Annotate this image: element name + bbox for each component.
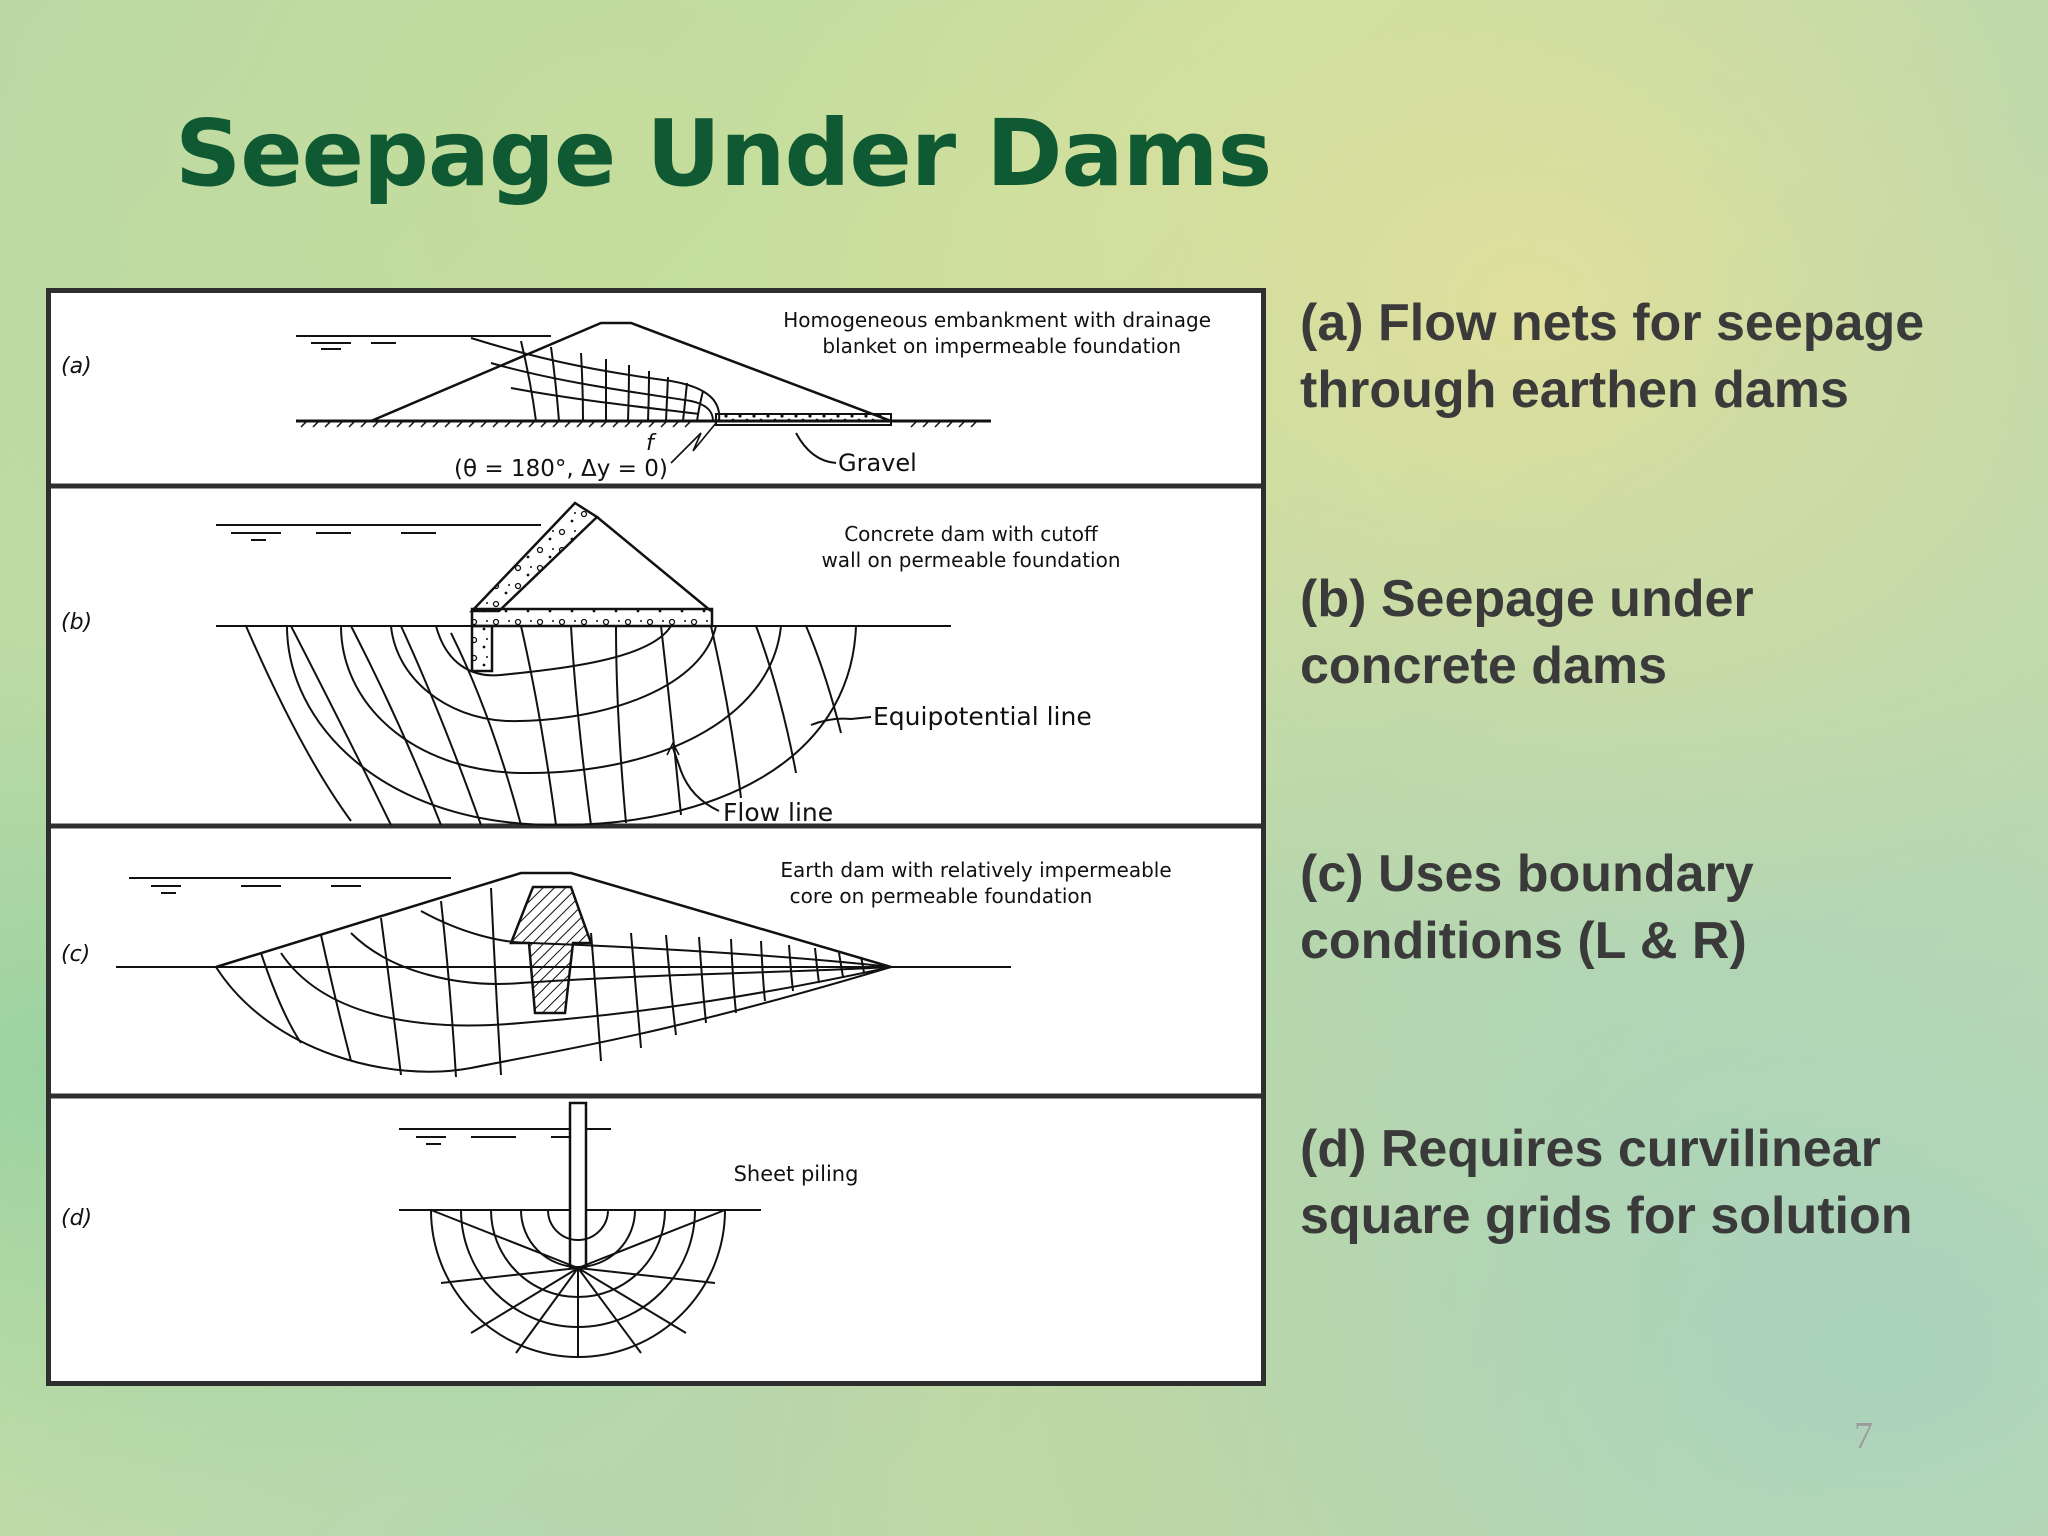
bullet-a-line-1: (a) Flow nets for seepage [1300, 294, 1925, 352]
bullet-a-line-2: through earthen dams [1300, 361, 1849, 419]
panel-a-letter: (a) [61, 354, 92, 379]
panel-b-letter: (b) [61, 610, 92, 635]
panel-d-caption: Sheet piling [734, 1162, 859, 1186]
bullet-d-line-1: (d) Requires curvilinear [1300, 1120, 1881, 1178]
panel-d: (d) Sheet piling [61, 1101, 859, 1358]
bullet-c: (c) Uses boundary conditions (L & R) [1300, 841, 2020, 975]
earth-dam-outline [215, 871, 892, 969]
bullet-c-line-2: conditions (L & R) [1300, 912, 1747, 970]
panel-b-caption-line-2: wall on permeable foundation [821, 548, 1120, 572]
drainage-blanket [715, 413, 892, 426]
sheet-pile [568, 1101, 588, 1270]
bullet-b-line-2: concrete dams [1300, 637, 1668, 695]
bullet-c-line-1: (c) Uses boundary [1300, 845, 1754, 903]
bullet-d-line-2: square grids for solution [1300, 1187, 1913, 1245]
point-f-label: f [646, 431, 657, 456]
panel-c-letter: (c) [61, 942, 90, 967]
bullet-d: (d) Requires curvilinear square grids fo… [1300, 1116, 2020, 1250]
panel-c: (c) Earth dam with relatively impermeabl… [61, 858, 1172, 1078]
slide-title: Seepage Under Dams [175, 100, 1272, 207]
gravel-leader [795, 432, 837, 464]
panel-d-letter: (d) [61, 1206, 92, 1231]
panel-b: (b) Concrete dam with cutoff wall on per… [61, 501, 1121, 827]
panel-c-caption-line-2: core on permeable foundation [790, 884, 1093, 908]
bullet-b-line-1: (b) Seepage under [1300, 570, 1754, 628]
panel-a-caption-line-2: blanket on impermeable foundation [822, 334, 1181, 358]
panel-a-caption-line-1: Homogeneous embankment with drainage [783, 308, 1211, 332]
flow-line-leader [672, 747, 720, 812]
flow-net-figure: (a) Homogeneous embankment with drainage… [46, 288, 1266, 1386]
cutoff-wall [470, 624, 494, 673]
embankment-outline [370, 321, 892, 423]
bullet-a: (a) Flow nets for seepage through earthe… [1300, 290, 2020, 424]
panel-a-boundary-condition: (θ = 180°, Δy = 0) [454, 456, 668, 482]
equipotential-line-label: Equipotential line [873, 702, 1092, 731]
panel-c-caption-line-1: Earth dam with relatively impermeable [780, 858, 1171, 882]
flow-net-diagrams: (a) Homogeneous embankment with drainage… [51, 308, 1261, 1358]
equipotential-leader [810, 716, 872, 726]
impermeable-core [509, 885, 593, 1015]
bullet-b: (b) Seepage under concrete dams [1300, 566, 2020, 700]
gravel-label: Gravel [838, 449, 917, 477]
panel-a: (a) Homogeneous embankment with drainage… [61, 308, 1211, 482]
panel-b-caption-line-1: Concrete dam with cutoff [844, 522, 1099, 546]
flow-line-label: Flow line [723, 798, 833, 827]
dam-base-slab [470, 607, 714, 628]
dam-upstream-face [469, 501, 600, 613]
page-number: 7 [1854, 1415, 1873, 1457]
